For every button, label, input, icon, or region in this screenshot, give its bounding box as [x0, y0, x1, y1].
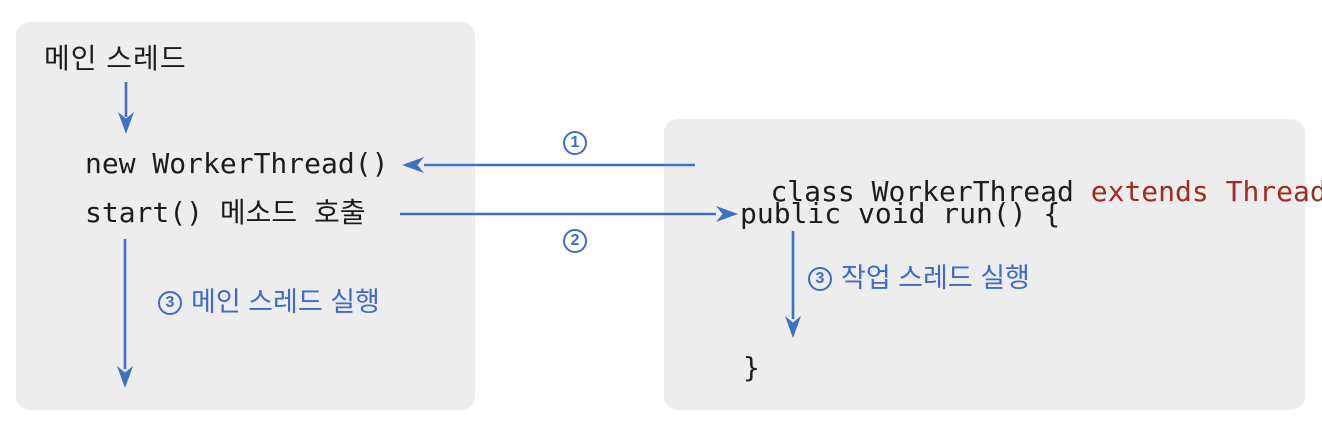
code-closing-brace: } [743, 351, 760, 384]
code-class-declaration: class WorkerThread extends Thread [703, 150, 1322, 234]
worker-thread-step-text: 작업 스레드 실행 [841, 263, 1030, 293]
circled-number-3-icon: 3 [808, 266, 832, 291]
main-thread-step-label: 3 메인 스레드 실행 [158, 289, 380, 316]
worker-thread-box [664, 119, 1305, 410]
main-thread-step-text: 메인 스레드 실행 [191, 287, 380, 317]
code-start-method-call: start() 메소드 호출 [85, 196, 366, 229]
circled-number-3-icon: 3 [158, 290, 182, 315]
main-thread-box [16, 22, 475, 410]
circled-number-2-icon: 2 [563, 229, 587, 253]
code-run-method: public void run() { [740, 197, 1061, 230]
code-extends-keyword: extends Thread [1090, 175, 1322, 208]
main-thread-title: 메인 스레드 [44, 43, 187, 74]
code-new-workerthread: new WorkerThread() [85, 147, 389, 180]
code-class-name: class WorkerThread [770, 175, 1091, 208]
circled-number-1-icon: 1 [563, 131, 587, 155]
worker-thread-step-label: 3 작업 스레드 실행 [808, 265, 1030, 292]
